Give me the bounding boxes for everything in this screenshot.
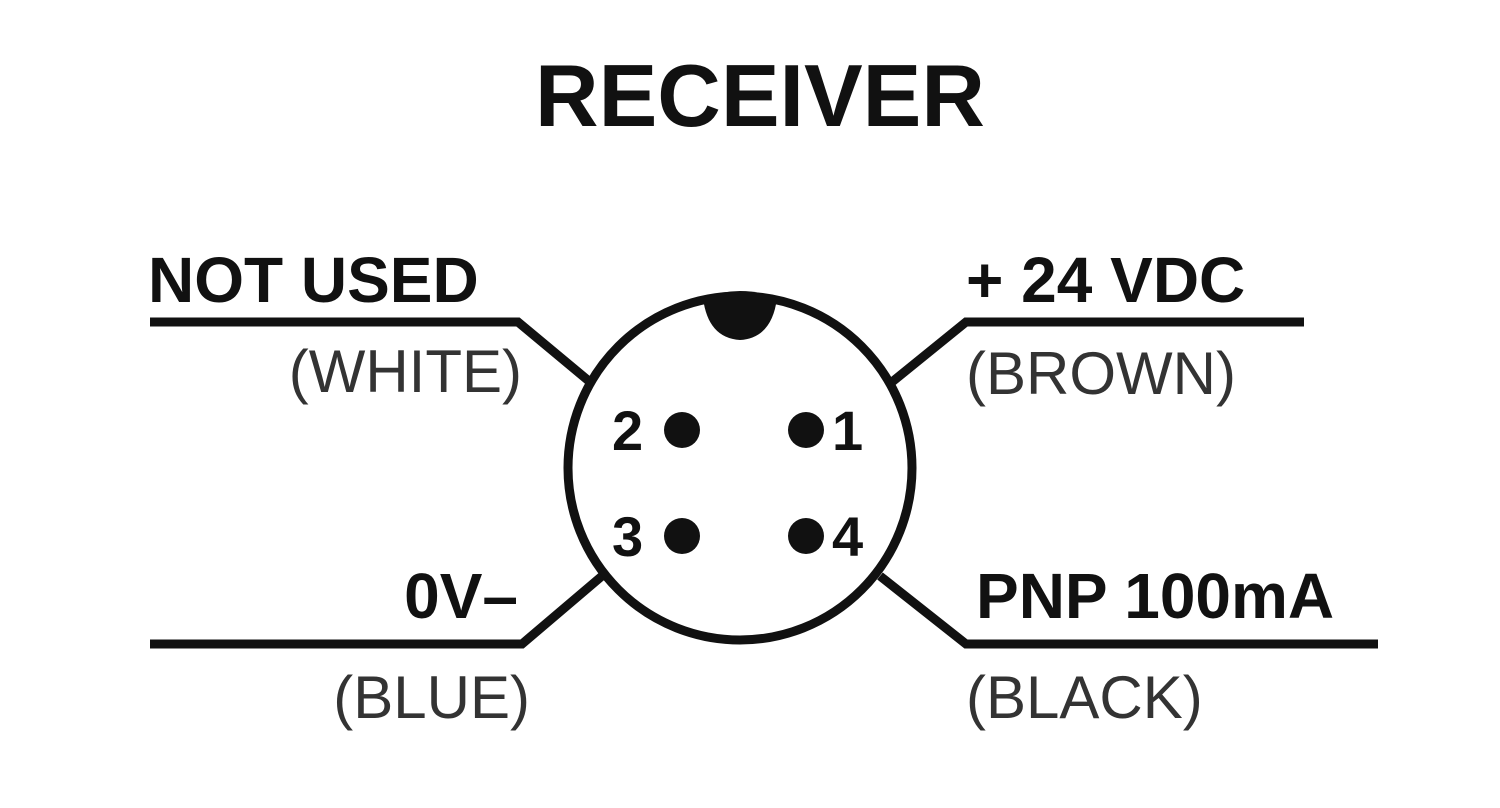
pin-1-function-label: + 24 VDC	[966, 244, 1245, 316]
pin-4-wire-color-label: (BLACK)	[966, 664, 1203, 731]
pin-1-contact	[788, 412, 824, 448]
diagram-title: RECEIVER	[535, 46, 985, 145]
pin-3-number: 3	[612, 505, 643, 568]
pin-4-function-label: PNP 100mA	[976, 560, 1334, 632]
pin-3-wire-color-label: (BLUE)	[333, 664, 530, 731]
pin-2-function-label: NOT USED	[148, 244, 479, 316]
connector-key	[703, 291, 777, 340]
wire-leaders	[150, 317, 1378, 649]
pin-1-wire-color-label: (BROWN)	[966, 340, 1236, 407]
connector-outline	[563, 291, 917, 645]
pin-2-number: 2	[612, 399, 643, 462]
pin-2-wire-color-label: (WHITE)	[289, 338, 522, 405]
pin-1-number: 1	[832, 399, 863, 462]
m12-connector: 2 1 3 4	[563, 291, 917, 645]
pin-3-function-label: 0V–	[404, 560, 518, 632]
leader-pin-2	[150, 317, 593, 386]
leader-pin-4	[877, 572, 1378, 649]
pin-4-number: 4	[832, 505, 863, 568]
pin-3-contact	[664, 518, 700, 554]
leader-pin-3	[150, 572, 605, 649]
pin-4-contact	[788, 518, 824, 554]
leader-pin-1	[889, 317, 1304, 386]
pin-2-contact	[664, 412, 700, 448]
